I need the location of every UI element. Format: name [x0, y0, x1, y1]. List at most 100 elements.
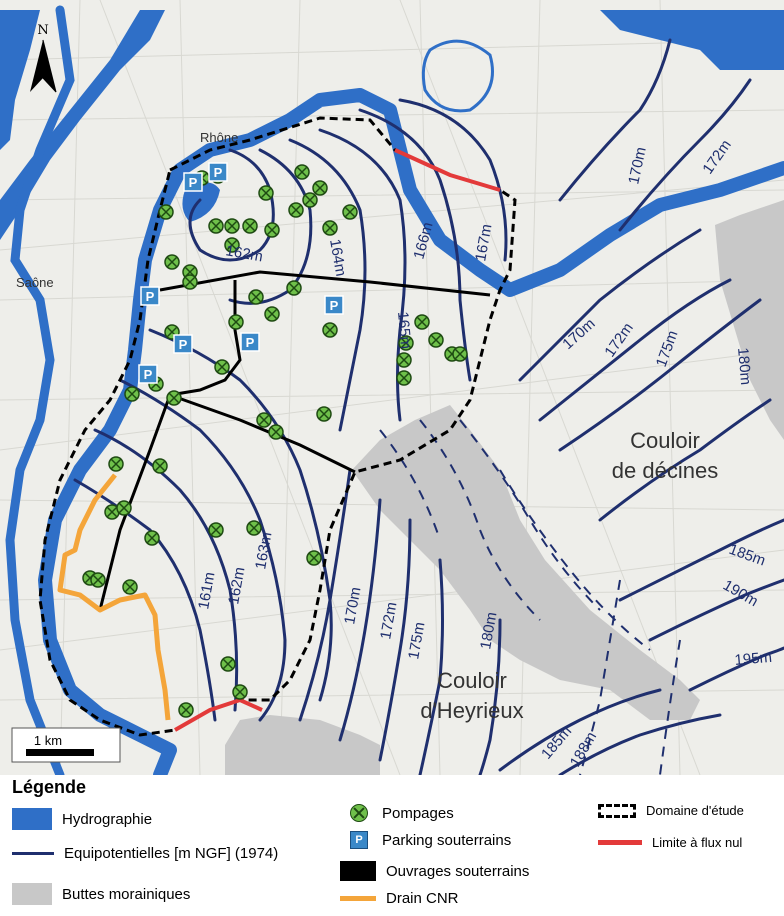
contour-label: 172m: [377, 601, 400, 641]
legend-title: Légende: [12, 777, 87, 797]
pompage-well: [286, 280, 302, 296]
pompage-well: [214, 359, 230, 375]
contour-label: 161m: [195, 571, 218, 611]
legend-domaine: Domaine d'étude: [598, 803, 744, 818]
legend-flux: Limite à flux nul: [598, 835, 742, 850]
parking-letter: P: [214, 165, 223, 180]
pompage-well: [294, 164, 310, 180]
hydrogeological-map: P P P P P P P N Rhône Saône Couloir de décines…: [0, 0, 784, 775]
north-arrow: N: [30, 23, 57, 93]
parking-letter: P: [179, 337, 188, 352]
label-saone: Saône: [16, 275, 54, 290]
label-couloir-decines-2: de décines: [612, 458, 718, 483]
legend-hydrographie: Hydrographie: [12, 808, 152, 830]
contour-label: 180m: [477, 611, 500, 651]
scale-label: 1 km: [34, 733, 62, 748]
pompage-well: [152, 458, 168, 474]
parking-marker: P: [208, 162, 228, 182]
pompage-well: [242, 218, 258, 234]
label-rhone: Rhône: [200, 130, 238, 145]
pompage-well: [264, 306, 280, 322]
contour-label: 167m: [472, 223, 495, 263]
drain-cnr: [57, 473, 171, 721]
hydrography: [0, 10, 784, 240]
pompage-well: [124, 386, 140, 402]
drain-line-icon: [340, 896, 376, 901]
parking-letter: P: [144, 367, 153, 382]
pompage-well: [224, 237, 240, 253]
parking-marker: P: [173, 334, 193, 354]
parking-marker: P: [140, 286, 160, 306]
pompage-well: [178, 702, 194, 718]
pompage-well: [316, 406, 332, 422]
pompage-well: [342, 204, 358, 220]
legend-equipotentielles: Equipotentielles [m NGF] (1974): [12, 845, 278, 862]
pompage-icon: [350, 804, 368, 822]
pompage-well: [108, 456, 124, 472]
parking-marker: P: [324, 295, 344, 315]
pompage-well: [452, 346, 468, 362]
pompage-well: [90, 572, 106, 588]
parking-marker: P: [240, 332, 260, 352]
pompage-well: [164, 254, 180, 270]
legend-buttes: Buttes morainiques: [12, 883, 190, 905]
label-couloir-heyrieux-1: Couloir: [437, 668, 507, 693]
pompage-well: [144, 530, 160, 546]
pompage-well: [256, 412, 272, 428]
pompage-well: [182, 274, 198, 290]
parking-letter: P: [146, 289, 155, 304]
pompage-well: [322, 322, 338, 338]
pompage-well: [268, 424, 284, 440]
dashed-equipotentials: [379, 419, 681, 775]
pompage-well: [312, 180, 328, 196]
pompage-well: [414, 314, 430, 330]
label-couloir-decines-1: Couloir: [630, 428, 700, 453]
parking-letter: P: [246, 335, 255, 350]
pompage-well: [232, 684, 248, 700]
pompage-well: [224, 218, 240, 234]
contour-label: 175m: [405, 621, 428, 661]
legend-hydro-label: Hydrographie: [62, 810, 153, 828]
pompage-well: [302, 192, 318, 208]
pompage-well: [166, 390, 182, 406]
parking-letter: P: [189, 175, 198, 190]
legend-drain: Drain CNR: [340, 890, 459, 907]
flux-nul-south: [174, 697, 263, 732]
rhone-river: [38, 88, 784, 775]
pompage-well: [258, 185, 274, 201]
legend-ouvrages-label: Ouvrages souterrains: [386, 862, 530, 880]
ouvrage-swatch-icon: [340, 861, 376, 881]
contour-label: 164m: [326, 238, 349, 278]
butte-east: [715, 200, 784, 440]
hydro-swatch-icon: [12, 808, 52, 830]
legend-buttes-label: Buttes morainiques: [62, 885, 191, 903]
north-label: N: [37, 23, 48, 38]
flux-nul-line-icon: [598, 840, 642, 845]
pompage-well: [396, 352, 412, 368]
legend-parking: P Parking souterrains: [340, 831, 511, 849]
saone-river: [5, 5, 75, 775]
pompage-well: [322, 220, 338, 236]
pompage-well: [208, 522, 224, 538]
contour-label: 195m: [734, 649, 773, 669]
contour-label: 162m: [225, 566, 248, 606]
pompage-well: [246, 520, 262, 536]
pompage-well: [264, 222, 280, 238]
pompage-well: [220, 656, 236, 672]
scale-bar: 1 km: [11, 727, 121, 763]
contour-label: 180m: [734, 347, 754, 386]
parking-marker: P: [183, 172, 203, 192]
butte-south: [225, 715, 380, 775]
legend-parking-label: Parking souterrains: [382, 831, 512, 849]
contour-label: 162m: [224, 242, 264, 265]
contour-label: 163m: [252, 531, 275, 571]
pompage-well: [116, 500, 132, 516]
legend-ouvrages: Ouvrages souterrains: [340, 861, 529, 881]
butte-decines: [352, 405, 700, 720]
legend-flux-label: Limite à flux nul: [652, 835, 743, 850]
legend-domaine-label: Domaine d'étude: [646, 803, 744, 818]
pompage-well: [428, 332, 444, 348]
parking-marker: P: [138, 364, 158, 384]
parking-letter: P: [330, 298, 339, 313]
legend: Légende Hydrographie Equipotentielles [m…: [0, 775, 784, 916]
